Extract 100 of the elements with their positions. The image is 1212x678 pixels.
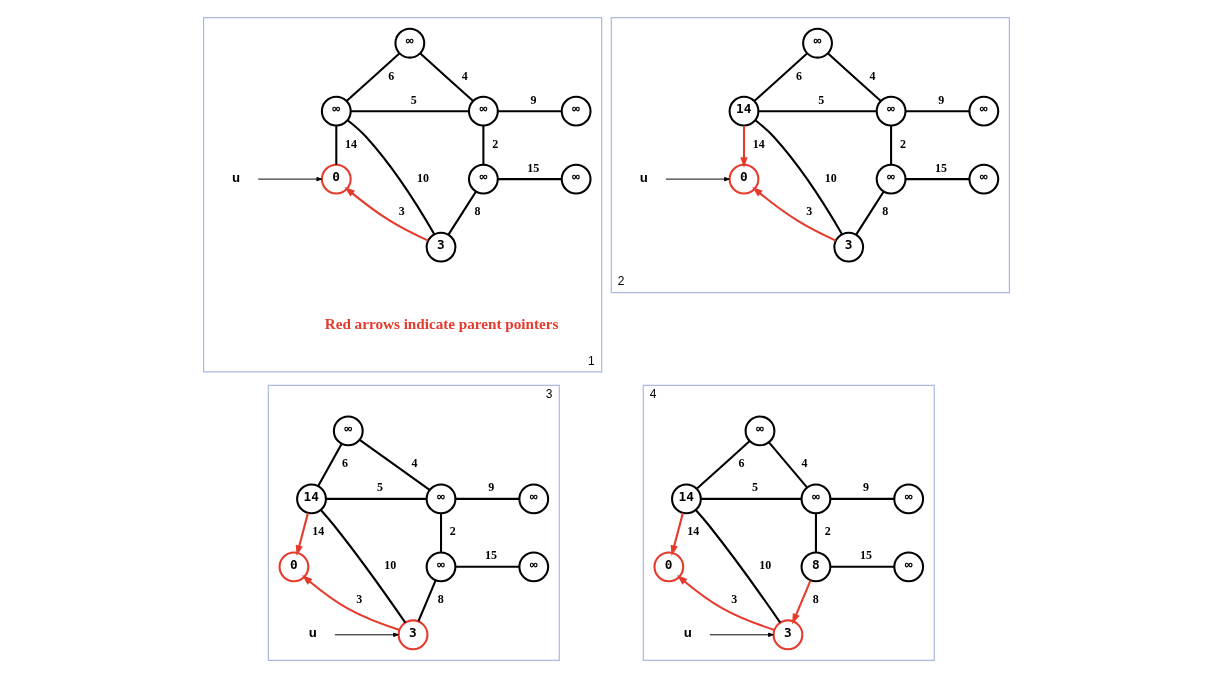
node-circle: ∞ xyxy=(425,551,456,583)
edge-label: 3 xyxy=(805,204,812,219)
node-circle: ∞ xyxy=(892,483,924,515)
edge-label: 6 xyxy=(387,68,394,83)
node-circle: ∞ xyxy=(560,163,592,195)
edge-label: 15 xyxy=(859,548,872,563)
node-text: u xyxy=(308,626,317,642)
edge-label: 14 xyxy=(686,524,699,539)
connector xyxy=(889,125,892,165)
node-circle: 3 xyxy=(772,619,803,651)
connector xyxy=(481,125,484,165)
edge-label: 4 xyxy=(410,456,417,471)
node-circle: 14 xyxy=(295,483,327,515)
edge-label: 6 xyxy=(795,68,802,83)
edge-label: 4 xyxy=(801,456,808,471)
edge-label: 6 xyxy=(737,456,744,471)
node-circle: ∞ xyxy=(967,95,999,127)
edge-label: 2 xyxy=(491,136,498,151)
node-text: u xyxy=(683,626,692,642)
node-circle: ∞ xyxy=(744,415,775,447)
arrow xyxy=(670,512,684,556)
edge-label: 5 xyxy=(376,480,383,495)
edge-label: 10 xyxy=(824,170,837,185)
connector xyxy=(447,190,477,236)
node-circle: ∞ xyxy=(875,95,906,127)
arrow xyxy=(334,632,399,637)
edge-label: 5 xyxy=(410,92,417,107)
connector xyxy=(334,125,337,165)
connector xyxy=(497,178,561,181)
connector xyxy=(905,178,969,181)
edge-label: 9 xyxy=(862,480,869,495)
edge-label: 3 xyxy=(355,592,362,607)
connector xyxy=(694,509,781,624)
node-circle: 0 xyxy=(652,551,684,583)
connector xyxy=(455,565,519,568)
node-circle: 14 xyxy=(670,483,702,515)
node-circle: ∞ xyxy=(332,415,364,447)
arrow xyxy=(739,125,748,168)
connector xyxy=(854,190,885,236)
edge-label: 10 xyxy=(416,170,429,185)
node-circle: ∞ xyxy=(467,163,499,195)
connector xyxy=(346,119,435,235)
node-circle: ∞ xyxy=(800,483,831,515)
edge-label: 8 xyxy=(437,592,444,607)
node-circle: ∞ xyxy=(560,95,592,127)
edge-label: 3 xyxy=(730,592,737,607)
node-circle: 3 xyxy=(397,619,428,651)
edge-label: 14 xyxy=(344,136,357,151)
arrow xyxy=(708,632,774,637)
node-circle: ∞ xyxy=(875,163,906,195)
node-circle: ∞ xyxy=(425,483,456,515)
edge-label: 14 xyxy=(311,524,324,539)
node-circle: 3 xyxy=(425,231,456,263)
edge-label: 2 xyxy=(824,524,831,539)
arrow xyxy=(295,512,309,556)
connector xyxy=(829,565,894,568)
arrow xyxy=(301,574,400,631)
edge-label: 10 xyxy=(758,558,771,573)
node-circle: 0 xyxy=(728,163,759,195)
connector xyxy=(350,110,469,113)
edge-label: 2 xyxy=(899,136,906,151)
edge-label: 2 xyxy=(449,524,456,539)
arrow xyxy=(751,186,836,242)
node-circle: ∞ xyxy=(320,95,352,127)
edge-label: 15 xyxy=(484,548,497,563)
connector xyxy=(753,52,808,102)
connector xyxy=(695,440,750,490)
connector xyxy=(316,443,342,487)
connector xyxy=(826,52,881,102)
edge-label: 4 xyxy=(461,68,468,83)
edge-label: 9 xyxy=(530,92,537,107)
arrow xyxy=(344,186,428,242)
arrow xyxy=(676,574,775,631)
node-text: u xyxy=(231,170,240,186)
node-circle: ∞ xyxy=(967,163,999,195)
edge-label: 8 xyxy=(881,204,888,219)
connector xyxy=(439,513,442,553)
connector xyxy=(358,439,430,491)
edge-label: 8 xyxy=(812,592,819,607)
node-text: u xyxy=(639,170,648,186)
connector xyxy=(758,110,876,113)
edge-label: 4 xyxy=(869,68,876,83)
node-circle: ∞ xyxy=(517,483,549,515)
edge-label: 9 xyxy=(937,92,944,107)
connector xyxy=(345,52,400,102)
node-circle: 0 xyxy=(278,551,309,583)
connector xyxy=(754,119,843,235)
edge-label: 5 xyxy=(817,92,824,107)
node-circle: ∞ xyxy=(393,27,425,59)
connector xyxy=(416,580,437,622)
connector xyxy=(325,497,426,500)
node-circle: ∞ xyxy=(517,551,549,583)
connector xyxy=(905,110,969,113)
node-circle: 8 xyxy=(800,551,831,583)
connector xyxy=(419,52,474,102)
arrow xyxy=(664,176,730,182)
connector xyxy=(700,497,801,500)
node-circle: 0 xyxy=(320,163,352,195)
arrow xyxy=(257,176,322,182)
connector xyxy=(829,497,894,500)
